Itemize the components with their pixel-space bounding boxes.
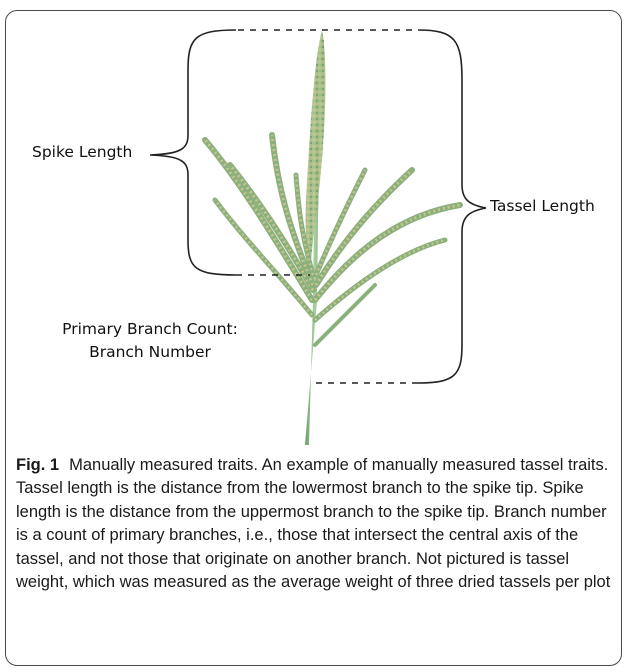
branch-count-label-line1: Primary Branch Count: — [48, 318, 252, 341]
figure-caption: Fig. 1Manually measured traits. An examp… — [16, 454, 616, 594]
branch-count-label-line2: Branch Number — [48, 341, 252, 364]
branch-count-label: Primary Branch Count: Branch Number — [48, 318, 252, 364]
tassel-length-label: Tassel Length — [490, 197, 595, 215]
spike-length-label: Spike Length — [32, 143, 132, 161]
caption-text: Manually measured traits. An example of … — [16, 456, 610, 591]
tassel-diagram — [0, 0, 629, 460]
caption-label: Fig. 1 — [16, 456, 59, 474]
spike-length-bracket — [150, 30, 236, 275]
branch — [205, 140, 312, 300]
